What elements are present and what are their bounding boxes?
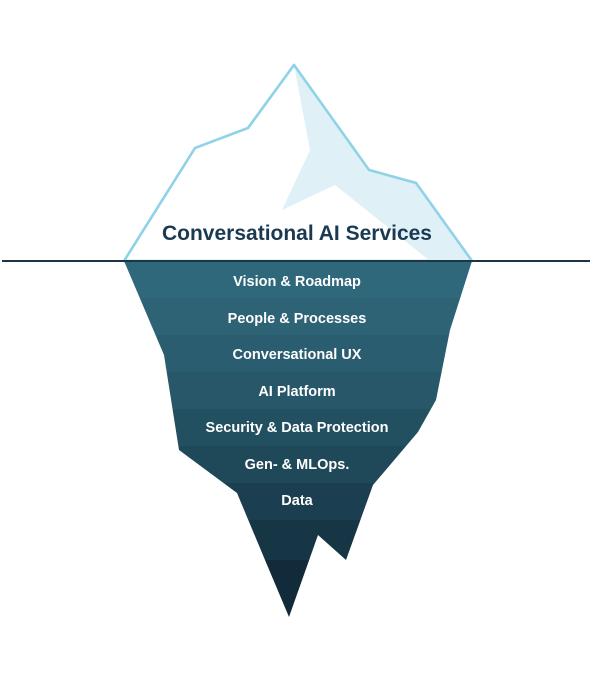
layer-band-2 xyxy=(124,298,472,335)
layer-band-3 xyxy=(124,335,472,372)
iceberg-title: Conversational AI Services xyxy=(162,222,432,245)
layer-band-1 xyxy=(124,261,472,298)
layer-band-4 xyxy=(124,372,472,409)
layer-label-vision-roadmap: Vision & Roadmap xyxy=(233,274,361,290)
layer-label-ai-platform: AI Platform xyxy=(258,384,335,400)
layer-labels: Vision & Roadmap People & Processes Conv… xyxy=(206,274,389,509)
layer-label-people-processes: People & Processes xyxy=(228,311,367,327)
layer-label-security-data-protection: Security & Data Protection xyxy=(206,420,389,436)
layer-label-conversational-ux: Conversational UX xyxy=(233,347,362,363)
iceberg-tip-outline xyxy=(122,63,474,262)
iceberg-tip-shade xyxy=(282,65,472,261)
layer-label-data: Data xyxy=(281,493,313,509)
layer-band-9 xyxy=(124,560,472,617)
iceberg-tip: Conversational AI Services xyxy=(122,63,474,263)
layer-band-8 xyxy=(124,520,472,560)
layer-label-gen-mlops: Gen- & MLOps. xyxy=(245,457,350,473)
